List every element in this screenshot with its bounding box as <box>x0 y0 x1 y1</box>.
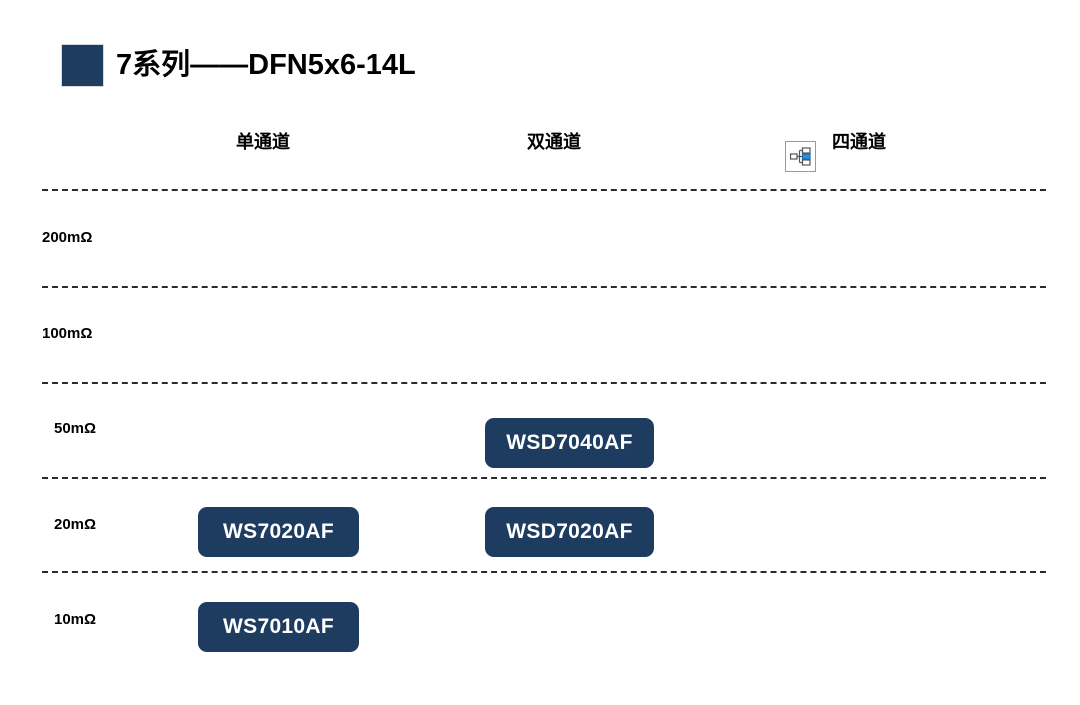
title-marker-square <box>61 44 104 87</box>
row-separator <box>42 382 1046 384</box>
product-chip-ws7010af[interactable]: WS7010AF <box>198 602 359 652</box>
title-label: 7系列——DFN5x6-14L <box>116 49 416 81</box>
column-header-dual-channel: 双通道 <box>527 132 581 152</box>
product-chip-wsd7020af[interactable]: WSD7020AF <box>485 507 654 557</box>
hierarchy-icon[interactable] <box>785 141 816 172</box>
row-label-20mohm: 20mΩ <box>54 516 97 533</box>
row-label-10mohm: 10mΩ <box>54 611 97 628</box>
page-title: 7系列——DFN5x6-14L <box>61 44 416 87</box>
row-separator <box>42 571 1046 573</box>
row-label-100mohm: 100mΩ <box>42 325 93 342</box>
column-header-single-channel: 单通道 <box>236 132 290 152</box>
row-separator <box>42 477 1046 479</box>
column-header-quad-channel: 四通道 <box>832 132 886 152</box>
product-chip-wsd7040af[interactable]: WSD7040AF <box>485 418 654 468</box>
row-separator <box>42 286 1046 288</box>
row-label-50mohm: 50mΩ <box>54 420 97 437</box>
row-label-200mohm: 200mΩ <box>42 229 93 246</box>
product-chip-ws7020af[interactable]: WS7020AF <box>198 507 359 557</box>
row-separator <box>42 189 1046 191</box>
